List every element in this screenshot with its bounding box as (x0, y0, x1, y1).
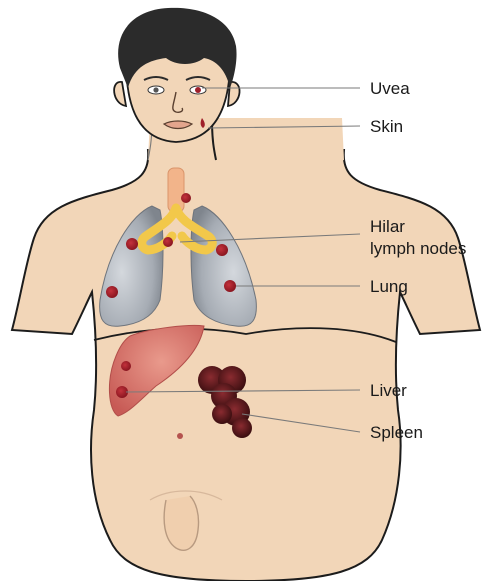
lung-lesion (181, 193, 191, 203)
liver-label: Liver (370, 381, 407, 400)
lung-lesion (106, 286, 118, 298)
lung-lesion (216, 244, 228, 256)
uvea-lesion (195, 87, 201, 93)
hilar-label-line1: Hilar (370, 217, 405, 236)
spleen-label: Spleen (370, 423, 423, 442)
lung-label: Lung (370, 277, 408, 296)
genitals (164, 496, 198, 550)
ear-left (114, 82, 126, 106)
uvea-label: Uvea (370, 79, 410, 98)
skin-label: Skin (370, 117, 403, 136)
liver-lesion (121, 361, 131, 371)
lung-lesion (163, 237, 173, 247)
torso (12, 150, 480, 581)
lung-lesion (224, 280, 236, 292)
iris-left (153, 87, 158, 92)
hilar-label-line2: lymph nodes (370, 239, 466, 258)
navel (177, 433, 183, 439)
lung-lesion (126, 238, 138, 250)
